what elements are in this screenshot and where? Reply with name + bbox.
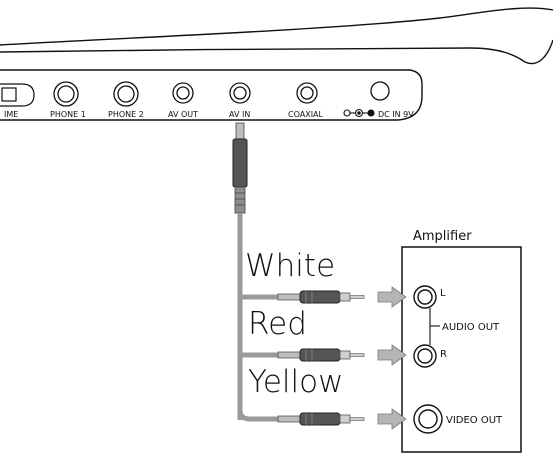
phone2-jack[interactable]: [113, 81, 139, 107]
phone1-jack[interactable]: [53, 81, 79, 107]
amp-video-jack[interactable]: [413, 404, 443, 434]
device-panel-outline: [0, 69, 423, 121]
port-label-phone1: PHONE 1: [50, 110, 86, 119]
amp-label-video-out: VIDEO OUT: [446, 415, 503, 426]
arrow-red: [377, 344, 407, 366]
connection-arrows: [377, 286, 407, 430]
audio-out-bracket: [429, 308, 440, 345]
branch-red: [240, 348, 365, 362]
cable-label-yellow: Yellow: [248, 364, 343, 400]
av-in-plug: [232, 122, 248, 214]
dc-polarity-icon: [343, 108, 375, 118]
amp-r-jack[interactable]: [413, 344, 437, 368]
device-top-edge: [0, 7, 553, 46]
cable-label-red: Red: [248, 306, 307, 342]
device-side-edge: [0, 39, 553, 65]
rca-plug-yellow: [277, 412, 365, 426]
amp-label-r: R: [440, 349, 447, 360]
amplifier-title: Amplifier: [413, 229, 472, 244]
av-out-jack[interactable]: [172, 82, 194, 104]
port-label-av-in: AV IN: [229, 110, 250, 119]
port-label-coaxial: COAXIAL: [288, 110, 324, 119]
amplifier: Amplifier L R AUDIO OUT VIDEO OUT: [401, 229, 522, 453]
port-label-phone2: PHONE 2: [108, 110, 144, 119]
dc-in-jack[interactable]: [370, 81, 390, 101]
amp-label-audio-out: AUDIO OUT: [442, 322, 500, 333]
branch-yellow: [237, 409, 365, 426]
branch-white: [240, 290, 365, 304]
coaxial-jack[interactable]: [296, 82, 318, 104]
rca-plug-white: [277, 290, 365, 304]
cable-branches: [237, 290, 365, 426]
port-label-dc-in: DC IN 9V: [378, 110, 414, 119]
rca-plug-red: [277, 348, 365, 362]
arrow-white: [377, 286, 407, 308]
av-in-jack[interactable]: [229, 82, 251, 104]
cable-label-white: White: [245, 248, 335, 284]
amp-label-l: L: [440, 288, 446, 299]
amp-l-jack[interactable]: [413, 285, 437, 309]
time-switch[interactable]: [0, 83, 35, 107]
device-body: [0, 7, 553, 121]
port-label-time: IME: [4, 110, 18, 119]
device-ports: IME PHONE 1 PHONE 2 AV OUT AV IN: [0, 81, 414, 119]
port-label-av-out: AV OUT: [168, 110, 198, 119]
arrow-yellow: [377, 408, 407, 430]
